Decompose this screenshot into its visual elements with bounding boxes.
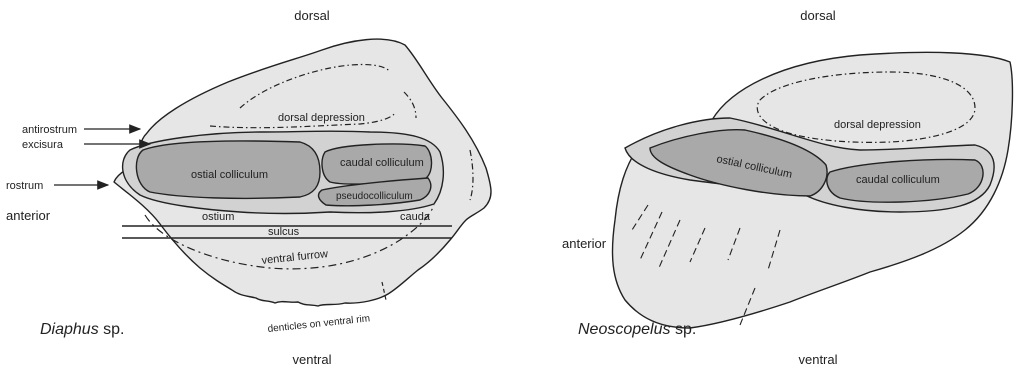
neoscopelus-caudal-colliculum-label: caudal colliculum (856, 174, 940, 186)
cauda-label: cauda (400, 211, 431, 223)
diaphus-dorsal-depression-label: dorsal depression (278, 112, 365, 124)
diaphus-ostial-colliculum-label: ostial colliculum (191, 169, 268, 181)
sulcus-label: sulcus (268, 226, 300, 238)
rostrum-label: rostrum (6, 180, 43, 192)
excisura-label: excisura (22, 139, 64, 151)
denticles-label: denticles on ventral rim (267, 313, 370, 335)
left-ventral-label: ventral (292, 352, 331, 367)
neoscopelus-panel: dorsal ventral anterior dorsal depressio… (562, 8, 1012, 367)
right-dorsal-label: dorsal (800, 8, 836, 23)
left-dorsal-label: dorsal (294, 8, 330, 23)
right-anterior-label: anterior (562, 236, 607, 251)
antirostrum-label: antirostrum (22, 124, 77, 136)
right-ventral-label: ventral (798, 352, 837, 367)
neoscopelus-dorsal-depression-label: dorsal depression (834, 119, 921, 131)
diaphus-pseudocolliculum-label: pseudocolliculum (336, 191, 413, 202)
neoscopelus-species-label: Neoscopelus sp. (578, 321, 696, 338)
diaphus-caudal-colliculum-label: caudal colliculum (340, 157, 424, 169)
diaphus-species-label: Diaphus sp. (40, 321, 125, 338)
ostium-label: ostium (202, 211, 234, 223)
diaphus-panel: dorsal ventral anterior antirostrum exci… (6, 8, 491, 367)
left-anterior-label: anterior (6, 208, 51, 223)
